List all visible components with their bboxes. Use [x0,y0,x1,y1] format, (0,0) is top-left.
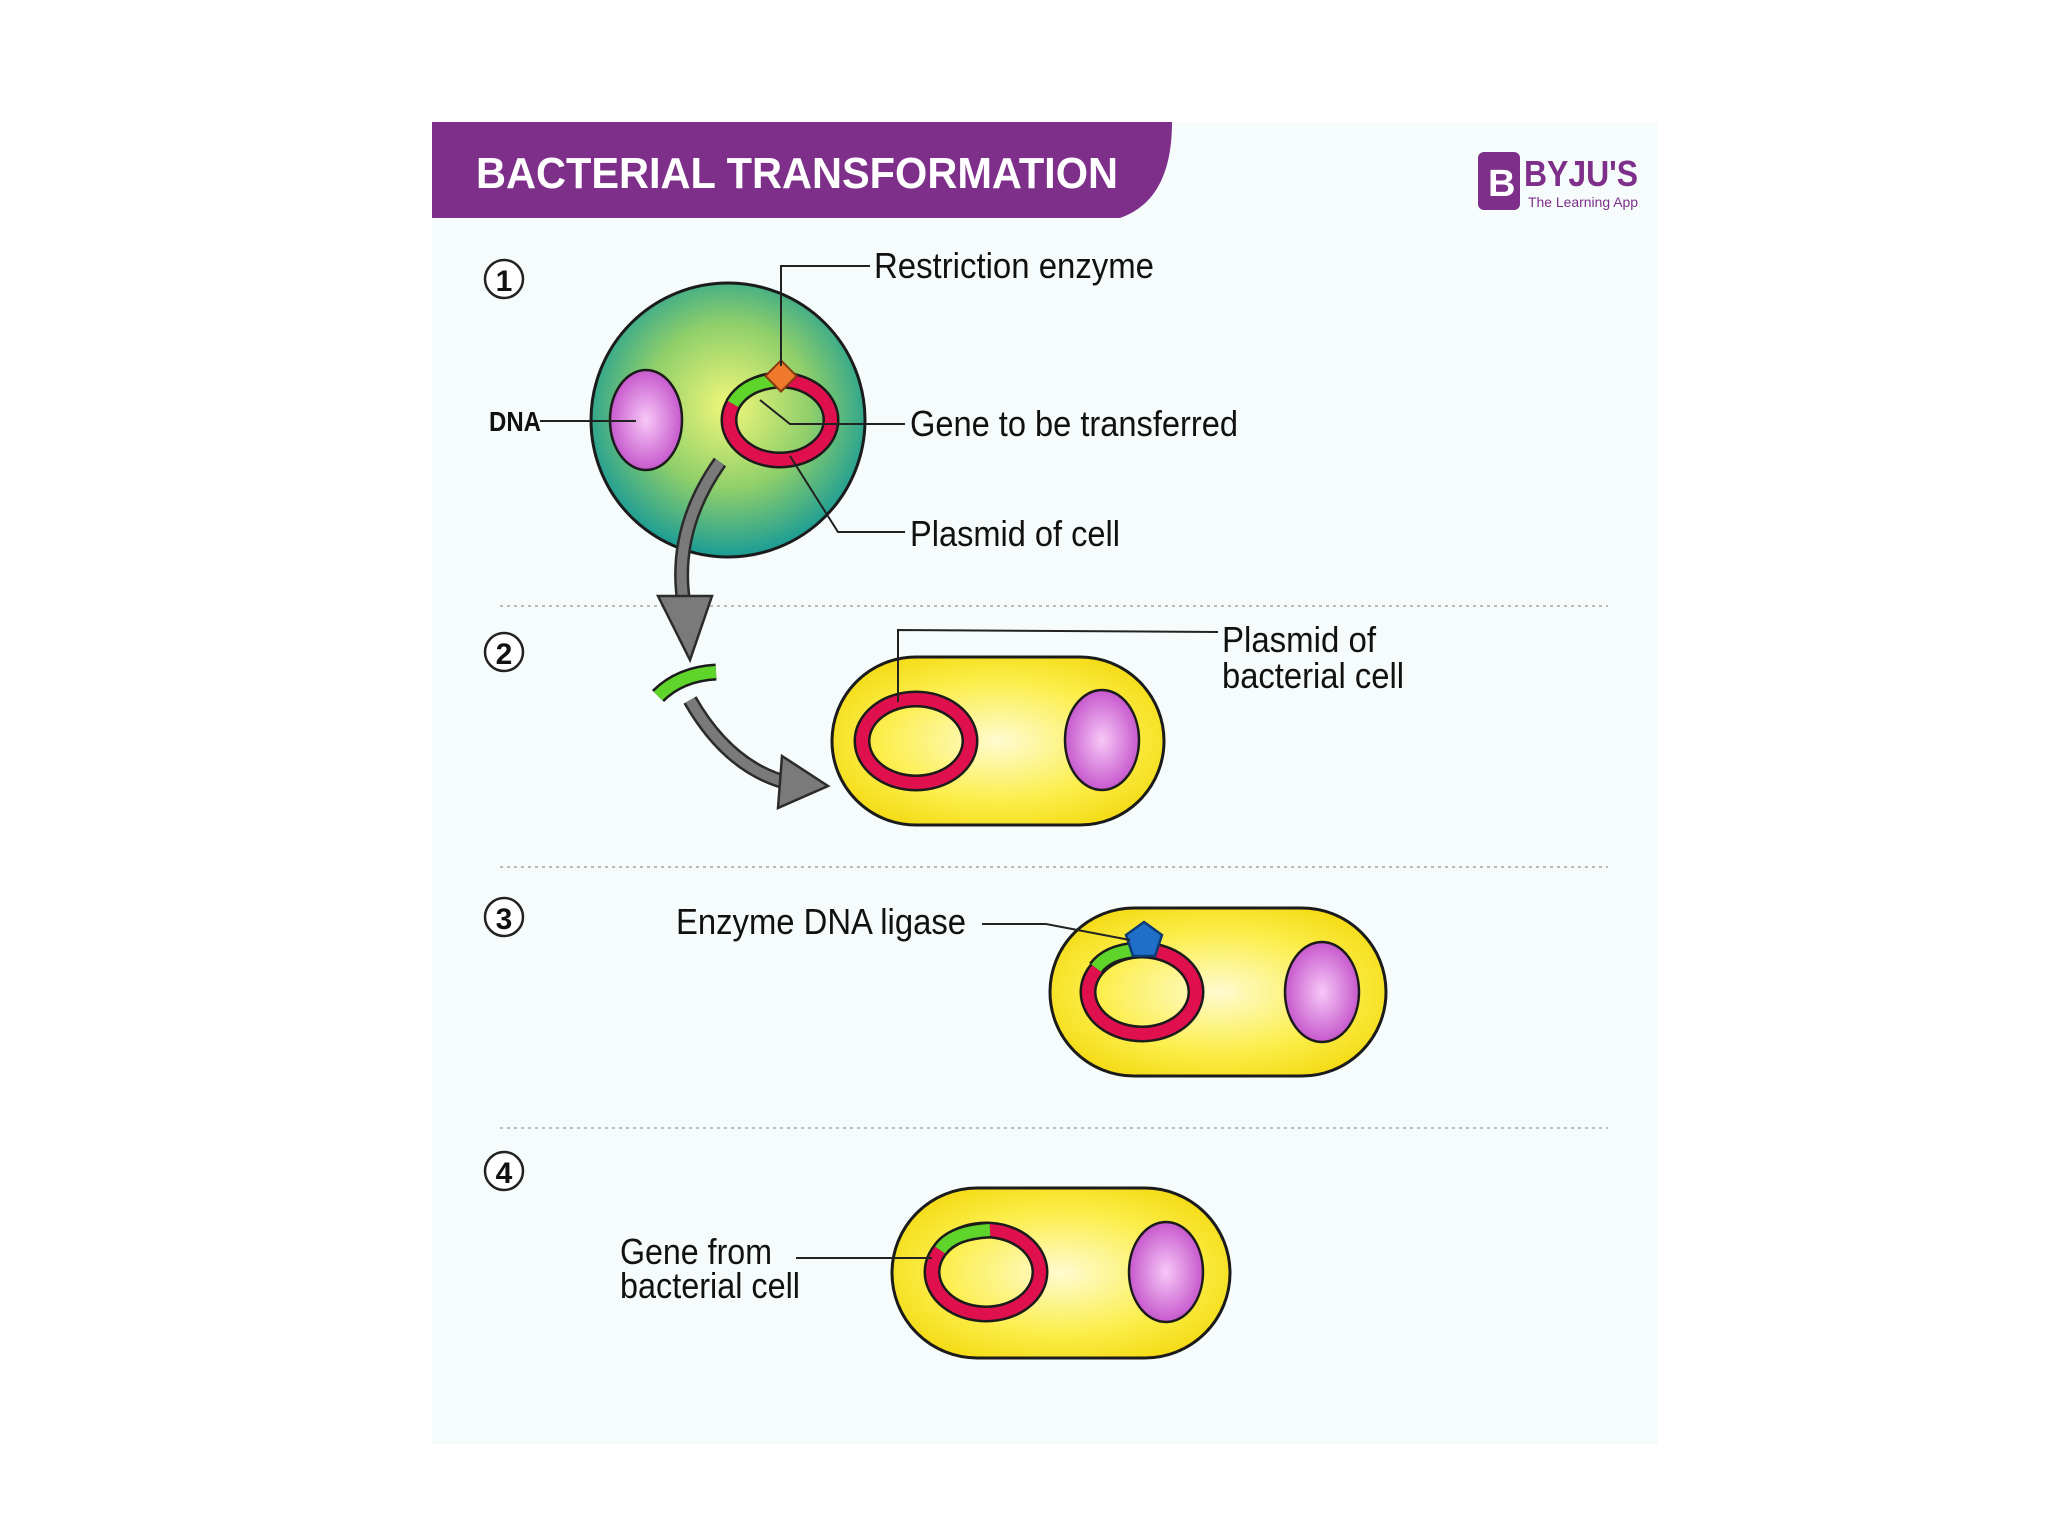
step-number-3: 3 [496,903,513,936]
brand-tagline: The Learning App [1528,194,1638,210]
step-badge-1: 1 [485,260,523,298]
step-badge-3: 3 [485,898,523,936]
step-badge-2: 2 [485,633,523,671]
label-plasmid-of-bacterial-cell-line2: bacterial cell [1222,655,1404,696]
bacterial-nucleoid-step-3 [1285,942,1359,1042]
label-plasmid-of-bacterial-cell-line1: Plasmid of [1222,619,1377,660]
bacterial-nucleoid-step-2 [1065,690,1139,790]
step-number-2: 2 [496,638,513,671]
brand-logo: B BYJU'S The Learning App [1478,152,1638,210]
page-title: BACTERIAL TRANSFORMATION [476,149,1118,198]
step-badge-4: 4 [485,1152,523,1190]
label-dna: DNA [489,406,541,437]
label-enzyme-dna-ligase: Enzyme DNA ligase [676,901,966,942]
step-number-1: 1 [496,265,513,298]
label-gene-from-bacterial-cell-line2: bacterial cell [620,1265,800,1306]
label-restriction-enzyme: Restriction enzyme [874,245,1154,286]
brand-logo-initial: B [1488,163,1515,205]
step-number-4: 4 [496,1157,513,1190]
bacterial-cell-step-3 [1050,908,1386,1076]
label-plasmid-of-cell: Plasmid of cell [910,513,1120,554]
bacterial-nucleoid-step-4 [1129,1222,1203,1322]
brand-name: BYJU'S [1524,153,1638,194]
bacterial-cell-step-2 [832,657,1164,825]
label-gene-to-be-transferred: Gene to be transferred [910,403,1238,444]
bacterial-cell-step-4 [892,1188,1230,1358]
